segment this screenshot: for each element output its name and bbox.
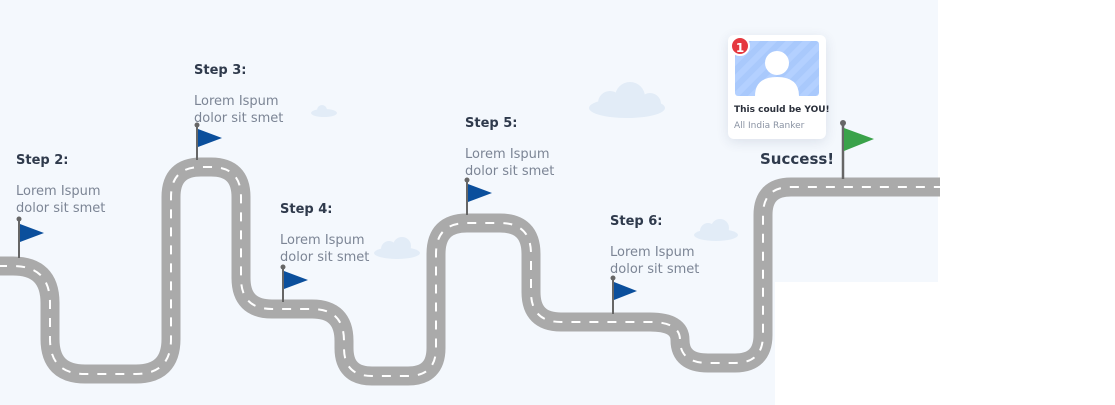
step-title: Step 2: (16, 153, 69, 168)
step-title: Step 5: (465, 116, 518, 131)
step-title: Step 6: (610, 214, 663, 229)
step-4: Step 4: Lorem Ispum dolor sit smet (280, 202, 420, 266)
step-5: Step 5: Lorem Ispum dolor sit smet (465, 116, 605, 180)
flag-icon (194, 122, 222, 160)
success-label: Success! (760, 150, 835, 168)
cloud-icon (311, 105, 337, 117)
flag-icon (16, 216, 44, 258)
cloud-icon (694, 219, 738, 241)
step-title: Step 3: (194, 63, 247, 78)
step-2: Step 2: Lorem Ispum dolor sit smet (16, 153, 156, 217)
step-title: Step 4: (280, 202, 333, 217)
cloud-icon (374, 237, 420, 259)
step-description: Lorem Ispum dolor sit smet (465, 147, 555, 179)
flag-icon (464, 177, 492, 215)
step-6: Step 6: Lorem Ispum dolor sit smet (610, 214, 750, 278)
notification-badge: 1 (730, 36, 750, 56)
road-dashes (0, 166, 940, 377)
flag-icon (840, 120, 874, 179)
step-description: Lorem Ispum dolor sit smet (194, 94, 284, 126)
step-description: Lorem Ispum dolor sit smet (280, 233, 370, 265)
card-title: This could be YOU! (734, 105, 830, 115)
card-subtitle: All India Ranker (734, 121, 805, 131)
step-description: Lorem Ispum dolor sit smet (610, 245, 700, 277)
step-3: Step 3: Lorem Ispum dolor sit smet (194, 63, 334, 127)
step-description: Lorem Ispum dolor sit smet (16, 184, 106, 216)
cloud-icon (589, 82, 665, 118)
flag-icon (610, 275, 637, 314)
user-avatar-icon (735, 41, 819, 96)
flag-icon (280, 264, 308, 302)
panel-cutout (775, 282, 938, 405)
